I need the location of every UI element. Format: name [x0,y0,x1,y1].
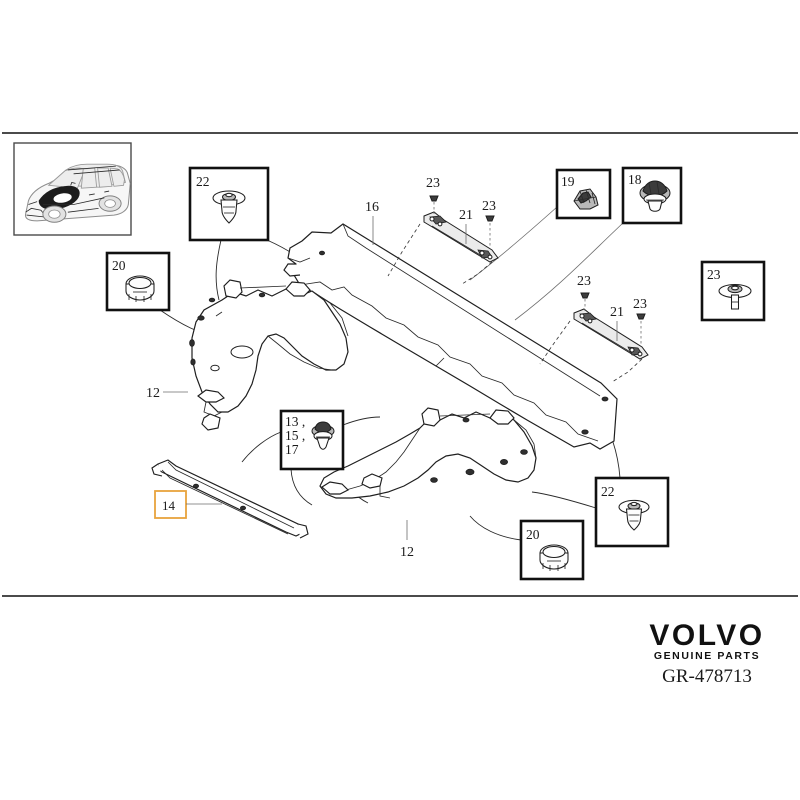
svg-text:19: 19 [561,174,575,189]
clip-marker-23-ll: 23 [577,274,591,311]
dash-21-upper-a [387,223,421,277]
push-pin-rivet-icon [618,499,650,531]
ref-label-16: 16 [365,200,379,245]
leader-19 [469,206,558,281]
round-cap-plug-icon [125,275,155,302]
svg-text:21: 21 [459,208,473,223]
svg-text:23: 23 [707,267,721,282]
svg-text:16: 16 [365,200,379,215]
leader-13-c [342,416,381,426]
volvo-wordmark: VOLVO [649,619,764,652]
svg-text:23: 23 [577,274,591,289]
metal-spring-clip-icon [573,188,599,210]
part-code-label: GR-478713 [662,666,752,687]
highlighted-callout-14[interactable]: 14 [154,490,222,519]
svg-text:23: 23 [482,199,496,214]
ref-label-12-bottom: 12 [400,520,414,560]
svg-text:12: 12 [400,545,414,560]
svg-text:22: 22 [601,484,615,499]
svg-text:13 ,: 13 , [285,414,305,429]
flat-head-clip-icon [718,283,752,310]
domed-grommet-icon [639,180,671,212]
leader-22-top [215,239,222,301]
round-cap-plug-icon [539,544,569,571]
clip-marker-23-ul: 23 [426,176,440,214]
callout-box-20-left[interactable]: 20 [105,251,171,312]
vehicle-locator-thumbnail [13,142,132,236]
leader-22-bottom-b [531,491,597,509]
svg-text:14: 14 [162,498,176,513]
part-12-wheel-liner-right [319,407,537,499]
leader-20-bottom [469,515,522,541]
part-14-deflector-strip [151,459,309,539]
callout-box-20-bottom[interactable]: 20 [519,519,585,581]
callout-box-22-top[interactable]: 22 [188,166,270,242]
callout-box-13-15-17[interactable]: 13 , 15 , 17 [279,409,345,471]
svg-text:21: 21 [610,305,624,320]
ref-label-21-upper: 21 [459,208,473,244]
brand-footer: VOLVO GENUINE PARTS GR-478713 [649,619,764,687]
svg-text:18: 18 [628,172,642,187]
part-12-wheel-liner-left [189,279,349,431]
callout-box-22-bottom[interactable]: 22 [594,476,670,548]
callout-box-23-right[interactable]: 23 [700,260,766,322]
svg-text:20: 20 [112,258,126,273]
svg-text:23: 23 [633,297,647,312]
push-pin-rivet-icon [212,190,246,224]
dash-21-lower-b [611,358,643,383]
genuine-parts-subtitle: GENUINE PARTS [654,650,760,662]
svg-text:12: 12 [146,386,160,401]
ref-label-21-lower: 21 [610,305,624,341]
clip-marker-23-ur: 23 [482,199,496,246]
screw-grommet-icon [311,421,335,450]
part-21-bracket-lower [573,308,649,360]
clip-marker-23-lr: 23 [633,297,647,344]
leader-18 [514,222,624,321]
ref-label-12-left: 12 [146,386,188,401]
leader-13-b [290,468,313,506]
dash-21-upper-b [461,261,493,285]
part-16-underbody-shield [283,223,618,450]
svg-text:20: 20 [526,527,540,542]
svg-text:17: 17 [285,442,299,457]
svg-text:23: 23 [426,176,440,191]
svg-text:15 ,: 15 , [285,428,305,443]
callout-box-19[interactable]: 19 [555,168,612,220]
callout-box-18[interactable]: 18 [621,166,683,225]
leader-13-a [241,431,282,463]
part-21-bracket-upper [423,211,499,263]
svg-text:22: 22 [196,174,210,189]
